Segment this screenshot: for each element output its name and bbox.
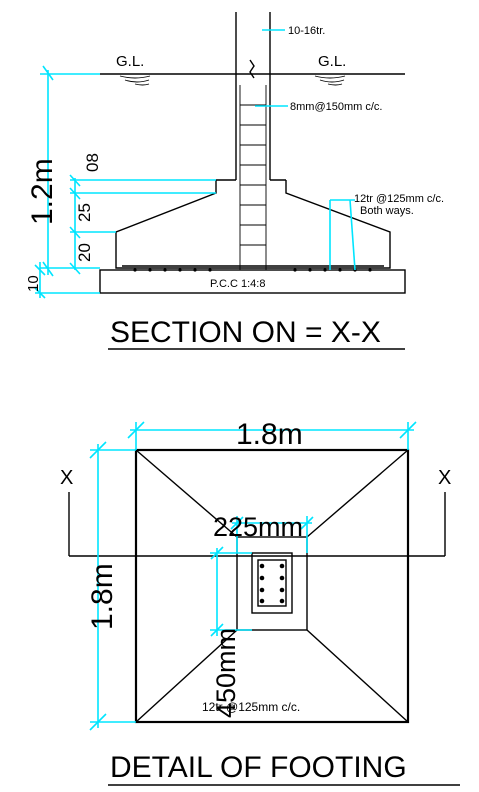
base-bar-label-2: Both ways. (360, 205, 414, 217)
dim-25-label: 25 (75, 203, 94, 222)
col-dim-450-label: 450mm (211, 628, 241, 718)
pcc-bed (99, 269, 406, 294)
dim-10-label: 10 (25, 275, 42, 292)
gl-right-label: G.L. (318, 53, 346, 70)
pedestal-outline (236, 536, 308, 631)
plan-width-label: 1.8m (236, 418, 303, 451)
dim-overall-label: 1.2m (26, 158, 59, 225)
slope-line-bl (135, 629, 238, 723)
section-dimensions (34, 65, 216, 299)
section-view: G.L. G.L. 10-16tr. 8mm@150mm c/c. 12tr @… (25, 12, 444, 350)
bar-label: 10-16tr. (288, 25, 325, 37)
dim-20-label: 20 (75, 243, 94, 262)
x-right-label: X (438, 467, 451, 489)
column-ties-plan (257, 559, 287, 607)
gl-left-label: G.L. (116, 53, 144, 70)
ground-hatch-right (314, 75, 346, 86)
plan-title: DETAIL OF FOOTING (110, 751, 407, 784)
column-outline (251, 552, 293, 614)
col-dim-225-label: 225mm (213, 512, 303, 542)
plan-height-dimension (89, 441, 136, 731)
col-dim-225 (230, 516, 314, 553)
section-title: SECTION ON = X-X (110, 316, 381, 349)
break-mark (249, 59, 255, 79)
footing-plan-outline (134, 448, 410, 724)
plan-width-dimension (127, 421, 417, 450)
bar-dots (133, 268, 372, 272)
base-bar-label: 12tr @125mm c/c. (354, 193, 444, 205)
pcc-label: P.C.C 1:4:8 (210, 278, 265, 290)
base-bar-leader-a (349, 199, 356, 271)
dim-08-label: 08 (83, 153, 102, 172)
column-bars-plan (259, 563, 285, 604)
ground-hatch-left (119, 75, 151, 86)
slope-line-tr (306, 449, 409, 538)
plan-view: X X 1.8m 1.8m 225mm (60, 418, 460, 786)
slope-line-tl (135, 449, 238, 538)
x-left-label: X (60, 467, 73, 489)
footing-outline (115, 179, 391, 269)
plan-bar-label: 12tr @125mm c/c. (202, 700, 300, 714)
slope-line-br (306, 629, 409, 723)
column-ties (239, 85, 267, 270)
col-dim-450 (210, 546, 252, 637)
tie-label: 8mm@150mm c/c. (290, 101, 382, 113)
plan-height-label: 1.8m (86, 563, 119, 630)
